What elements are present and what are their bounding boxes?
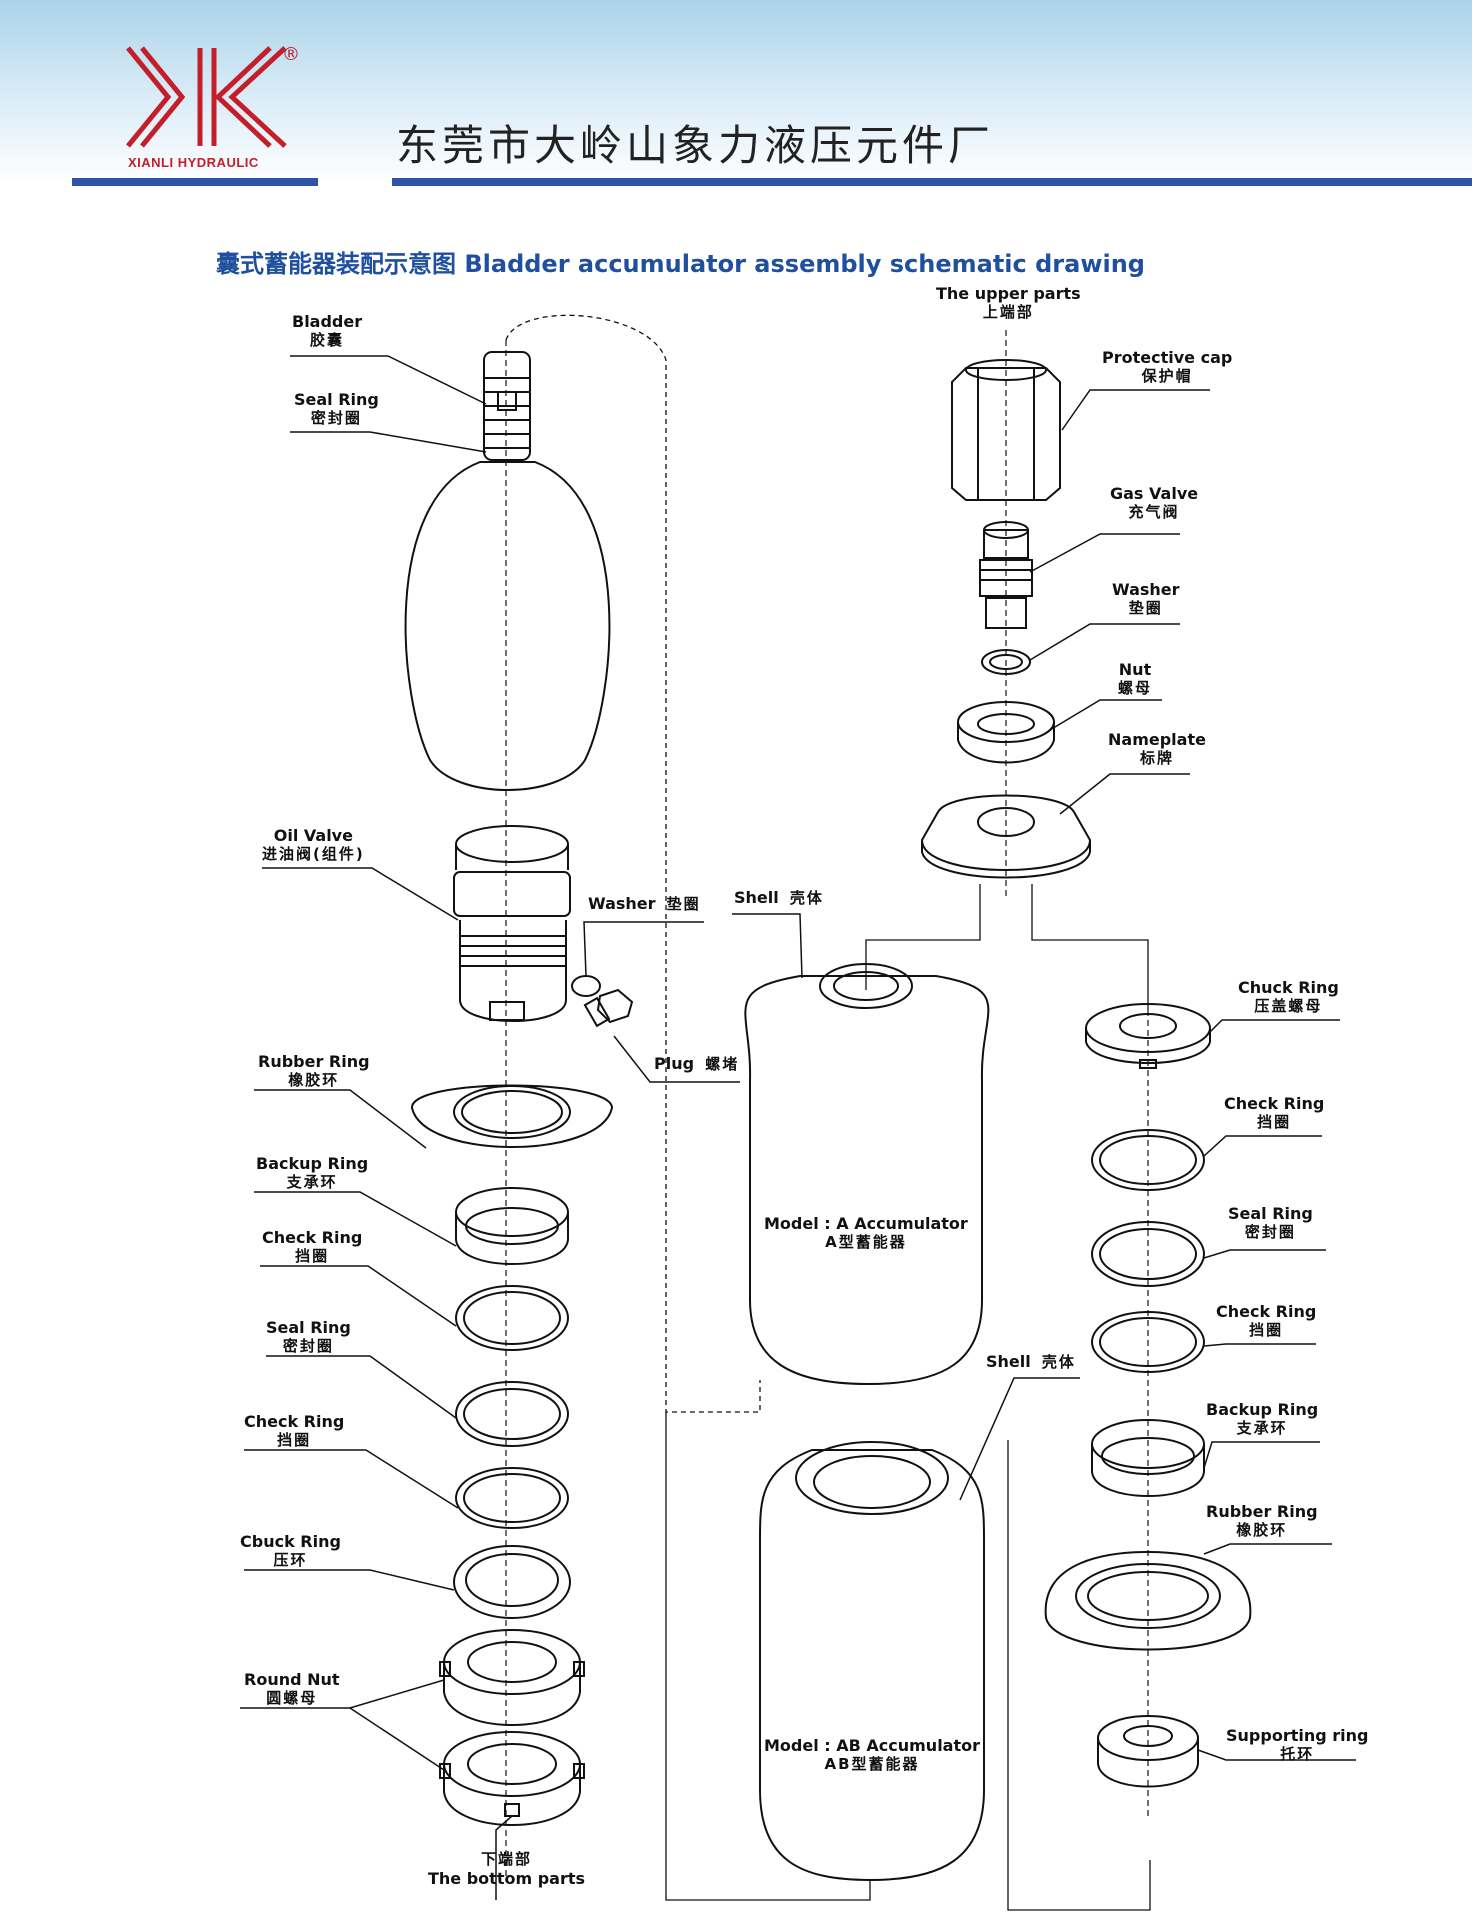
gas-valve-part (979, 521, 1033, 629)
backup-ring-right-part (1091, 1419, 1205, 1497)
nut-part (957, 701, 1055, 764)
rubber-ring-right-part (1044, 1550, 1252, 1651)
leader-supporting-ring (1197, 1749, 1356, 1761)
leader-round-nut-2 (349, 1707, 445, 1771)
leader-rubber-ring-left (254, 1089, 427, 1149)
leader-plug (613, 1035, 740, 1083)
leader-gas-valve (1029, 533, 1180, 573)
check-ring-left-1-part (455, 1285, 569, 1351)
washer-left-part (571, 975, 601, 997)
seal-ring-right-part (1091, 1221, 1205, 1287)
leader-check-ring-left-2 (244, 1449, 459, 1509)
leader-shell-ab (959, 1377, 1080, 1501)
cbuck-ring-part (453, 1545, 571, 1619)
leader-check-ring-left-1 (260, 1265, 457, 1327)
oil-valve (453, 825, 571, 1022)
logo-caption: XIANLI HYDRAULIC (128, 155, 259, 170)
protective-cap-part (951, 359, 1061, 501)
xianli-logo (120, 40, 300, 170)
shell-a-part (744, 963, 990, 1386)
leader-washer-right (1029, 623, 1180, 661)
bladder-body (404, 461, 611, 791)
plug-part (583, 988, 634, 1028)
registered-mark: ® (282, 44, 300, 65)
supporting-ring-part (1097, 1715, 1199, 1788)
leader-seal-ring-top (290, 431, 487, 453)
connector-line-bottom (665, 1412, 871, 1901)
check-ring-right-1-part (1091, 1129, 1205, 1191)
leader-seal-ring-left (266, 1355, 457, 1419)
check-ring-right-2-part (1091, 1311, 1205, 1373)
leader-bottom-parts (495, 1815, 513, 1900)
leader-nameplate (1059, 773, 1190, 815)
shell-ab-part (759, 1441, 985, 1882)
chuck-ring-part (1085, 1003, 1211, 1069)
header-rule-left (72, 178, 318, 186)
label-shell-a: Shell 壳体 (734, 888, 824, 907)
leader-backup-ring-left (254, 1191, 457, 1247)
leader-chuck-ring (1207, 1019, 1340, 1035)
header-band (0, 0, 1472, 185)
leader-bladder (290, 355, 487, 405)
round-nut-1 (439, 1629, 585, 1726)
washer-right-part (981, 649, 1031, 675)
leader-seal-ring-right (1203, 1249, 1326, 1259)
leader-cbuck-ring (244, 1569, 455, 1591)
leader-protective-cap (1061, 389, 1210, 431)
connector-ab-right (1007, 1440, 1151, 1911)
bladder-stem (483, 351, 531, 461)
label-shell-ab: Shell 壳体 (986, 1352, 1076, 1371)
leader-oil-valve (262, 867, 459, 921)
label-plug: Plug 螺堵 (654, 1054, 740, 1073)
diagram-title: 囊式蓄能器装配示意图 Bladder accumulator assembly … (216, 250, 1145, 278)
backup-ring-left-part (455, 1187, 569, 1265)
company-name: 东莞市大岭山象力液压元件厂 (396, 121, 995, 170)
connector-upper-right (1031, 884, 1149, 1010)
leader-check-ring-right-1 (1203, 1135, 1322, 1157)
connector-line-left (505, 314, 761, 1413)
leader-shell-a (732, 913, 803, 979)
label-washer-left: Washer 垫圈 (588, 894, 701, 913)
round-nut-2 (439, 1731, 585, 1826)
leader-backup-ring-right (1203, 1441, 1320, 1469)
leader-washer-left (583, 921, 704, 977)
nameplate-part (920, 794, 1092, 879)
seal-ring-left-part (455, 1381, 569, 1447)
leader-check-ring-right-2 (1203, 1343, 1316, 1347)
check-ring-left-2-part (455, 1467, 569, 1529)
header-rule-right (392, 178, 1472, 186)
leader-nut (1049, 699, 1162, 731)
rubber-ring-left-part (410, 1084, 614, 1148)
leader-rubber-ring-right (1203, 1543, 1332, 1555)
